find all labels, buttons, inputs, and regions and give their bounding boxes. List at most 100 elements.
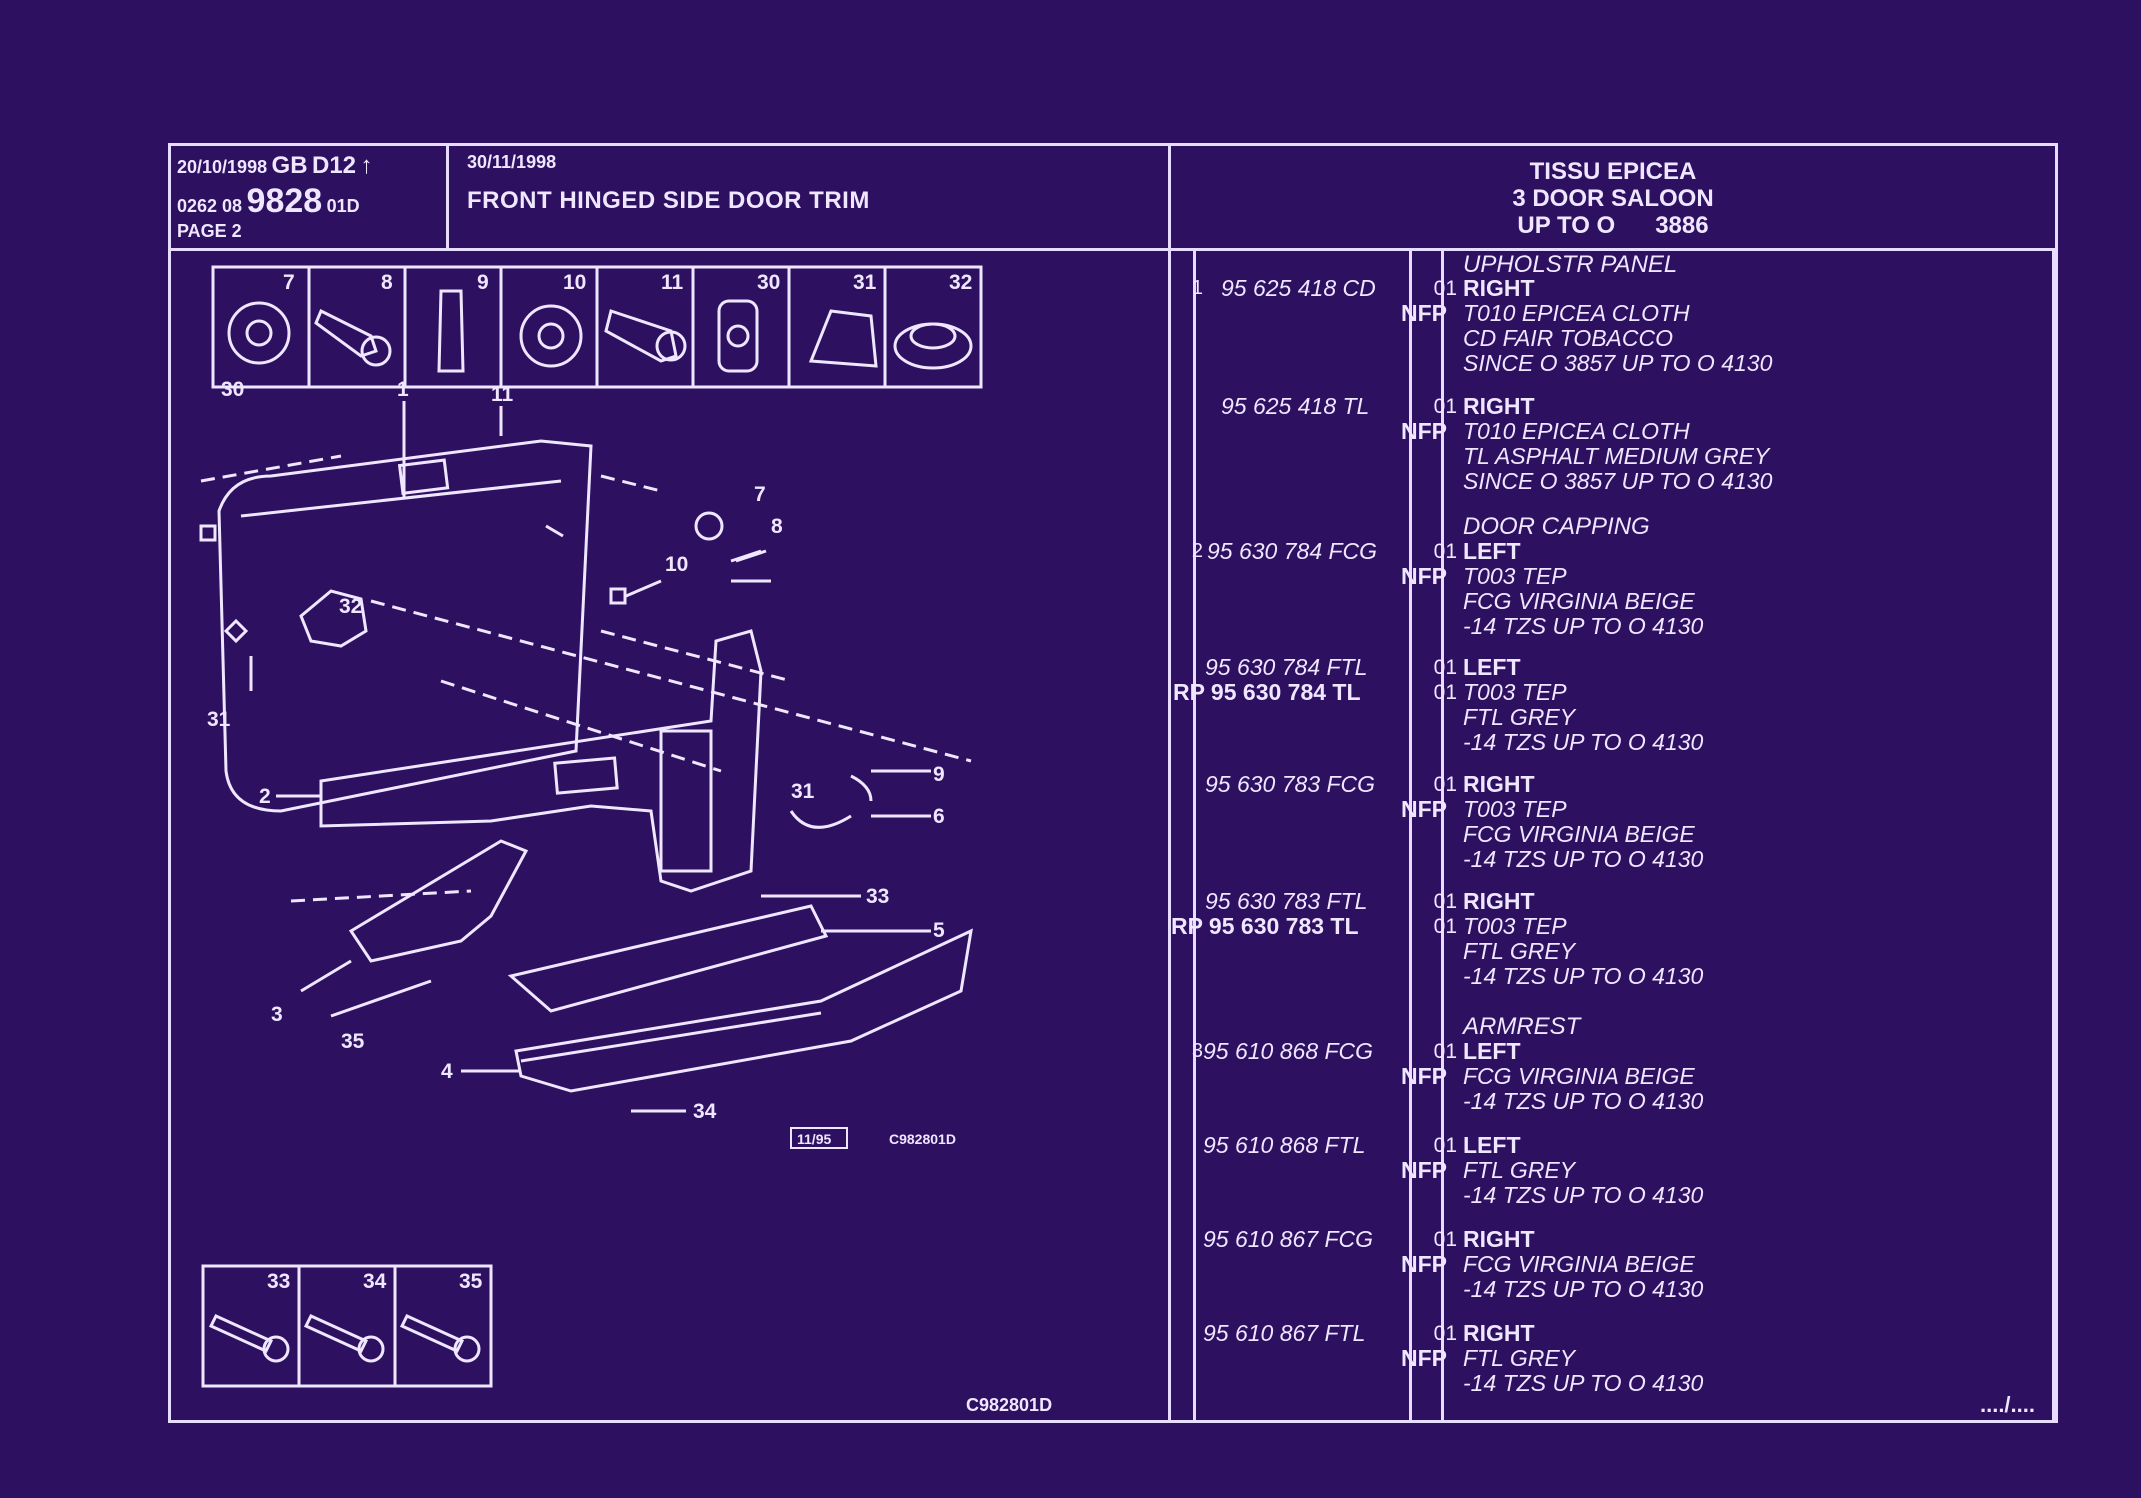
icon-num-31: 31	[853, 271, 877, 294]
retainer-icon	[717, 299, 759, 373]
side: LEFT	[1463, 1132, 1521, 1158]
quantity: 01	[1433, 395, 1457, 418]
part-number: 95 610 868 FCG	[1203, 1038, 1374, 1064]
callout-6: 6	[933, 805, 945, 828]
desc-line: T010 EPICEA CLOTH	[1463, 418, 1690, 444]
strip-shape	[507, 904, 829, 1013]
page-title: FRONT HINGED SIDE DOOR TRIM	[467, 187, 870, 214]
part-number: 95 625 418 TL	[1221, 393, 1370, 419]
desc-line: FCG VIRGINIA BEIGE	[1463, 588, 1695, 614]
quantity: 01	[1433, 890, 1457, 913]
parts-list: UPHOLSTR PANEL DOOR CAPPING ARMREST 1 95…	[1171, 251, 2055, 1423]
exploded-diagram: 7 8 9 10 11 30 31 32 33 34 35 30 1 11 7 …	[171, 251, 1171, 1423]
nfp-flag: NFP	[1401, 1063, 1447, 1089]
callout-11: 11	[491, 383, 514, 406]
replacement-part-number: RP 95 630 783 TL	[1171, 913, 1359, 939]
side: RIGHT	[1463, 393, 1535, 419]
icon-num-7: 7	[283, 271, 295, 294]
callout-32: 32	[339, 595, 362, 618]
parts-sheet: 20/10/1998 GB D12 ↑ 0262 08 9828 01D PAG…	[168, 143, 2058, 1423]
icon-num-10: 10	[563, 271, 586, 294]
quantity: 01	[1433, 540, 1457, 563]
quantity: 01	[1433, 1228, 1457, 1251]
side: RIGHT	[1463, 1320, 1535, 1346]
nfp-flag: NFP	[1401, 1345, 1447, 1371]
callout-9: 9	[933, 763, 945, 786]
group-armrest: ARMREST	[1463, 1013, 1581, 1040]
part-number: 95 625 418 CD	[1221, 275, 1376, 301]
item-index: 1	[1191, 277, 1203, 299]
side: LEFT	[1463, 654, 1521, 680]
icon-num-35: 35	[459, 1270, 483, 1293]
desc-line: FTL GREY	[1463, 938, 1576, 964]
callout-1: 1	[397, 378, 409, 401]
date-box-label: 11/95	[797, 1131, 831, 1147]
side: RIGHT	[1463, 888, 1535, 914]
icon-num-9: 9	[477, 271, 489, 294]
desc-line: -14 TZS UP TO O 4130	[1463, 1182, 1704, 1208]
desc-line: SINCE O 3857 UP TO O 4130	[1463, 468, 1773, 494]
header-ref-cell: 20/10/1998 GB D12 ↑ 0262 08 9828 01D PAG…	[171, 146, 449, 248]
desc-line: T003 TEP	[1463, 679, 1567, 705]
upholstery-panel-shape	[217, 439, 593, 813]
desc-line: -14 TZS UP TO O 4130	[1463, 613, 1704, 639]
desc-line: FTL GREY	[1463, 704, 1576, 730]
side: LEFT	[1463, 538, 1521, 564]
screw-pin-icon	[314, 308, 392, 367]
callout-10: 10	[665, 553, 688, 576]
screw-icon	[208, 1314, 290, 1363]
part-number: 95 630 783 FCG	[1205, 771, 1376, 797]
replacement-part-number: RP 95 630 784 TL	[1173, 679, 1361, 705]
icon-num-32: 32	[949, 271, 972, 294]
desc-line: FCG VIRGINIA BEIGE	[1463, 821, 1695, 847]
quantity: 01	[1433, 277, 1457, 300]
group-upholstery-panel: UPHOLSTR PANEL	[1463, 251, 1678, 278]
model-line-3: UP TO O 3886	[1517, 212, 1709, 239]
nfp-flag: NFP	[1401, 300, 1447, 326]
icon-strip-bottom	[201, 1264, 493, 1388]
quantity: 01	[1433, 681, 1457, 704]
door-trim-diagram: 7 8 9 10 11 30 31 32 33 34 35 30 1 11 7 …	[199, 265, 1052, 1415]
part-number: 95 610 867 FCG	[1203, 1226, 1374, 1252]
plug-cap-icon	[893, 322, 973, 370]
header-ref-prefix: 0262 08	[177, 196, 243, 216]
cap-icon	[808, 309, 878, 368]
continued-marker: ..../....	[1979, 1392, 2035, 1417]
desc-line: T003 TEP	[1463, 796, 1567, 822]
nfp-flag: NFP	[1401, 1251, 1447, 1277]
quantity: 01	[1433, 915, 1457, 938]
desc-line: T003 TEP	[1463, 913, 1567, 939]
callout-5: 5	[933, 919, 945, 942]
nfp-flag: NFP	[1401, 796, 1447, 822]
quantity: 01	[1433, 773, 1457, 796]
item-index: 3	[1191, 1040, 1203, 1062]
desc-line: SINCE O 3857 UP TO O 4130	[1463, 350, 1773, 376]
header-date2: 30/11/1998	[467, 152, 557, 172]
header-model: TISSU EPICEA 3 DOOR SALOON UP TO O 3886	[1171, 156, 2055, 251]
diagram-code-bottom: C982801D	[966, 1395, 1052, 1415]
header-code: D12	[312, 152, 357, 179]
part-number: 95 630 783 FTL	[1205, 888, 1368, 914]
desc-line: FCG VIRGINIA BEIGE	[1463, 1251, 1695, 1277]
nfp-flag: NFP	[1401, 1157, 1447, 1183]
model-line-1: TISSU EPICEA	[1529, 158, 1697, 185]
side: RIGHT	[1463, 275, 1535, 301]
header-ref-suffix: 01D	[326, 196, 360, 216]
callout-labels: 30 1 11 7 8 10 32 31 9 31 6 2 33 5 3 35 …	[207, 378, 945, 1123]
quantity: 01	[1433, 1040, 1457, 1063]
callout-30: 30	[221, 378, 244, 401]
diagram-code-small: C982801D	[889, 1131, 956, 1147]
callout-31-left: 31	[207, 708, 231, 731]
desc-line: CD FAIR TOBACCO	[1463, 325, 1673, 351]
callout-31-right: 31	[791, 780, 815, 803]
icon-num-34: 34	[363, 1270, 387, 1293]
model-line-2: 3 DOOR SALOON	[1512, 185, 1714, 212]
side: LEFT	[1463, 1038, 1521, 1064]
item-index: 2	[1191, 540, 1203, 562]
door-capping-shape	[319, 629, 763, 893]
quantity: 01	[1433, 1322, 1457, 1345]
callout-4: 4	[441, 1060, 453, 1083]
desc-line: FCG VIRGINIA BEIGE	[1463, 1063, 1695, 1089]
grommet-icon	[227, 301, 291, 365]
part-number: 95 630 784 FTL	[1205, 654, 1368, 680]
